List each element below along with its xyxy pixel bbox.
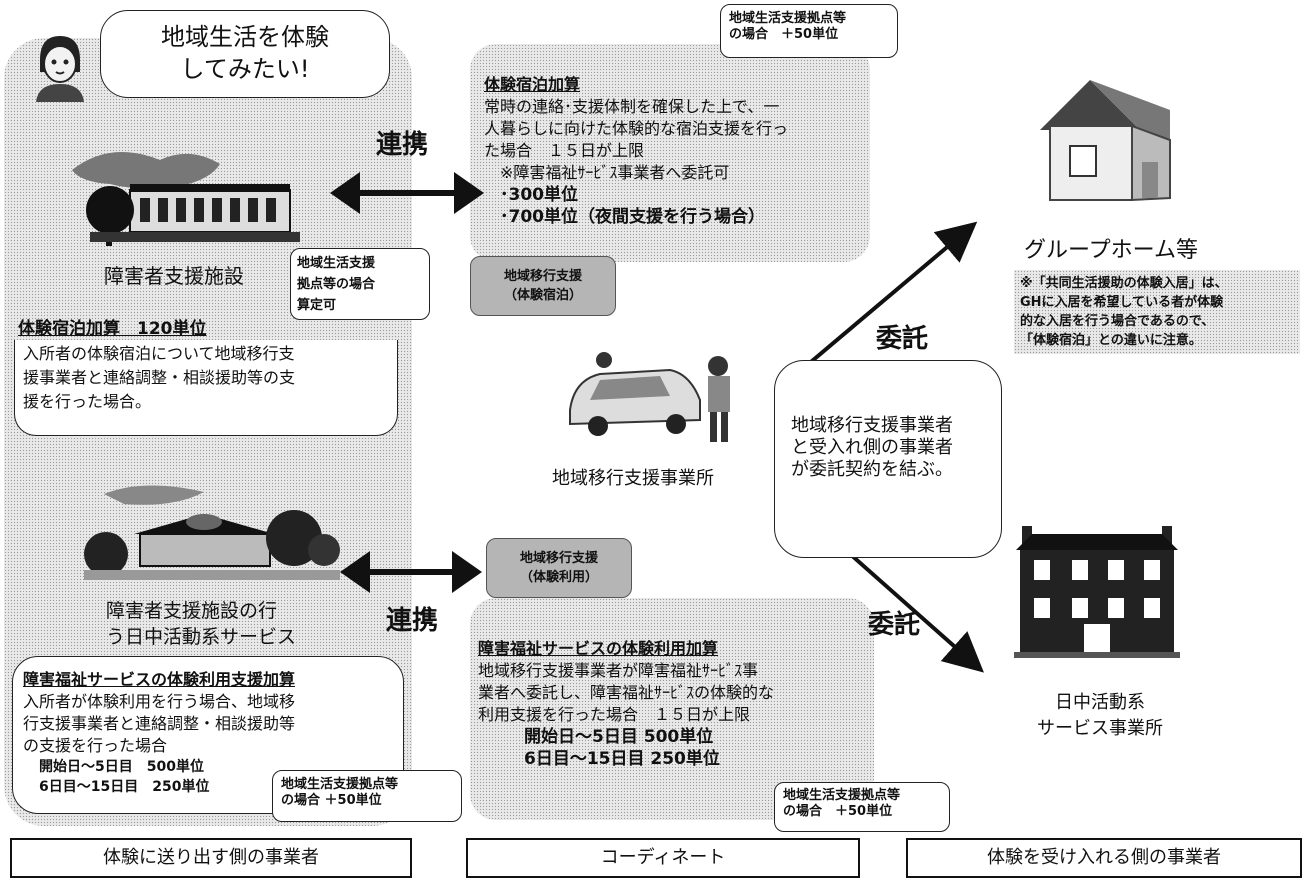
left-use-desc-line: の支援を行った場合	[23, 736, 168, 755]
pill-transition-use: 地域移行支援 （体験利用）	[486, 538, 632, 598]
left-stay-desc-line: 援事業者と連絡調整・相談援助等の支	[23, 368, 296, 387]
group-home-note-line: 的な入居を行う場合であるので、	[1020, 314, 1215, 329]
speech-line-1: 地域生活を体験	[161, 23, 329, 51]
group-home-note-line: GHに入居を希望している者が体験	[1020, 295, 1224, 310]
left-use-desc-line: 入所者が体験利用を行う場合、地域移	[23, 692, 296, 711]
base-callout-left-top-line: 算定可	[297, 298, 337, 313]
daytime-label-line: 障害者支援施設の行	[106, 600, 278, 622]
facility-image	[70, 140, 300, 250]
center-stay-unit-line: ･700単位（夜間支援を行う場合）	[500, 207, 765, 227]
center-stay-desc-line: た場合 １５日が上限	[484, 141, 645, 160]
group-home-icon	[1030, 70, 1180, 210]
daytime-label-line: う日中活動系サービス	[106, 626, 297, 648]
left-use-unit-line: 6日目～15日目 250単位	[39, 779, 210, 795]
contract-line: が委託契約を結ぶ。	[791, 459, 953, 480]
contract-line: と受入れ側の事業者	[791, 437, 953, 458]
center-use-unit-line: 6日目～15日目 250単位	[524, 749, 720, 769]
speech-line-2: してみたい!	[180, 55, 310, 83]
base-callout-center-bottom-line: の場合 ＋50単位	[783, 804, 893, 819]
left-stay-box: 入所者の体験宿泊について地域移行支 援事業者と連絡調整・相談援助等の支 援を行っ…	[14, 340, 398, 436]
base-callout-center-bottom: 地域生活支援拠点等 の場合 ＋50単位	[774, 782, 950, 832]
pill-transition-stay-line: （体験宿泊）	[503, 288, 582, 303]
group-home-note-line: ※「共同生活援助の体験入居」は、	[1020, 276, 1228, 291]
left-stay-desc-line: 入所者の体験宿泊について地域移行支	[23, 344, 295, 363]
base-callout-center-top: 地域生活支援拠点等 の場合 ＋50単位	[720, 4, 898, 58]
contract-line: 地域移行支援事業者	[791, 415, 953, 436]
pill-transition-stay: 地域移行支援 （体験宿泊）	[470, 256, 616, 316]
base-callout-center-bottom-line: 地域生活支援拠点等	[783, 788, 901, 803]
group-home-label: グループホーム等	[1024, 238, 1199, 263]
base-callout-left-bottom-line: 地域生活支援拠点等	[281, 777, 399, 792]
center-use-desc-line: 利用支援を行った場合 １５日が上限	[478, 705, 751, 724]
pill-transition-use-line: 地域移行支援	[519, 551, 598, 566]
pill-transition-use-line: （体験利用）	[519, 570, 598, 585]
renkei-top-label: 連携	[376, 130, 429, 160]
center-stay-unit-line: ･300単位	[500, 185, 578, 205]
left-stay-desc-line: 援を行った場合。	[23, 392, 152, 411]
contract-box: 地域移行支援事業者 と受入れ側の事業者 が委託契約を結ぶ。	[774, 360, 1002, 558]
daytime-label: 障害者支援施設の行 う日中活動系サービス	[106, 598, 296, 650]
base-callout-left-top: 地域生活支援 拠点等の場合 算定可	[290, 248, 430, 320]
office-car-image	[560, 340, 750, 450]
itaku-bottom-label: 委託	[868, 610, 921, 640]
double-arrow-bottom	[340, 551, 482, 593]
renkei-bottom-label: 連携	[386, 606, 439, 636]
center-use-desc-line: 地域移行支援事業者が障害福祉ｻｰﾋﾞｽ事	[478, 661, 759, 680]
office-label: 地域移行支援事業所	[552, 468, 714, 489]
person-icon	[26, 30, 90, 102]
day-office-label-line: 日中活動系	[1055, 692, 1145, 713]
facility-label: 障害者支援施設	[104, 264, 244, 288]
left-stay-title-text: 体験宿泊加算 120単位	[18, 319, 207, 339]
base-callout-left-top-line: 地域生活支援	[297, 256, 376, 271]
group-home-note-line: 「体験宿泊」との違いに注意。	[1020, 333, 1202, 348]
footer-center: コーディネート	[466, 838, 860, 878]
center-stay-content: 体験宿泊加算 常時の連絡･支援体制を確保した上で、一 人暮らしに向けた体験的な宿…	[484, 74, 864, 228]
footer-left: 体験に送り出す側の事業者	[10, 838, 412, 878]
center-stay-desc-line: 人暮らしに向けた体験的な宿泊支援を行っ	[484, 119, 789, 138]
center-stay-desc-line: 常時の連絡･支援体制を確保した上で、一	[484, 97, 780, 116]
group-home-note: ※「共同生活援助の体験入居」は、 GHに入居を希望している者が体験 的な入居を行…	[1014, 270, 1300, 354]
day-office-building-icon	[1012, 520, 1182, 660]
footer-right: 体験を受け入れる側の事業者	[906, 838, 1302, 878]
center-use-desc-line: 業者へ委託し、障害福祉ｻｰﾋﾞｽの体験的な	[478, 683, 775, 702]
center-use-unit-line: 開始日～5日目 500単位	[524, 727, 714, 747]
base-callout-left-bottom-line: の場合 ＋50単位	[281, 793, 382, 808]
left-use-title: 障害福祉サービスの体験利用支援加算	[23, 670, 296, 689]
day-office-label: 日中活動系 サービス事業所	[1030, 690, 1170, 742]
itaku-top-label: 委託	[876, 324, 929, 354]
double-arrow-top	[330, 172, 484, 214]
center-use-content: 障害福祉サービスの体験利用加算 地域移行支援事業者が障害福祉ｻｰﾋﾞｽ事 業者へ…	[478, 638, 868, 770]
center-stay-note: ※障害福祉ｻｰﾋﾞｽ事業者へ委託可	[500, 163, 730, 182]
pill-transition-stay-line: 地域移行支援	[503, 269, 582, 284]
daytime-facility-image	[84, 478, 340, 588]
left-use-unit-line: 開始日～5日目 500単位	[39, 759, 204, 775]
base-callout-center-top-line: の場合 ＋50単位	[729, 27, 839, 42]
day-office-label-line: サービス事業所	[1037, 718, 1163, 739]
center-top-panel	[470, 44, 870, 262]
base-callout-left-top-line: 拠点等の場合	[297, 277, 376, 292]
left-stay-title: 体験宿泊加算 120単位	[18, 314, 207, 339]
center-use-title: 障害福祉サービスの体験利用加算	[478, 639, 719, 658]
left-use-desc-line: 行支援事業者と連絡調整・相談援助等	[23, 714, 296, 733]
speech-bubble: 地域生活を体験 してみたい!	[100, 10, 390, 98]
center-stay-title: 体験宿泊加算	[484, 75, 581, 94]
base-callout-center-top-line: 地域生活支援拠点等	[729, 11, 847, 26]
base-callout-left-bottom: 地域生活支援拠点等 の場合 ＋50単位	[272, 770, 462, 822]
